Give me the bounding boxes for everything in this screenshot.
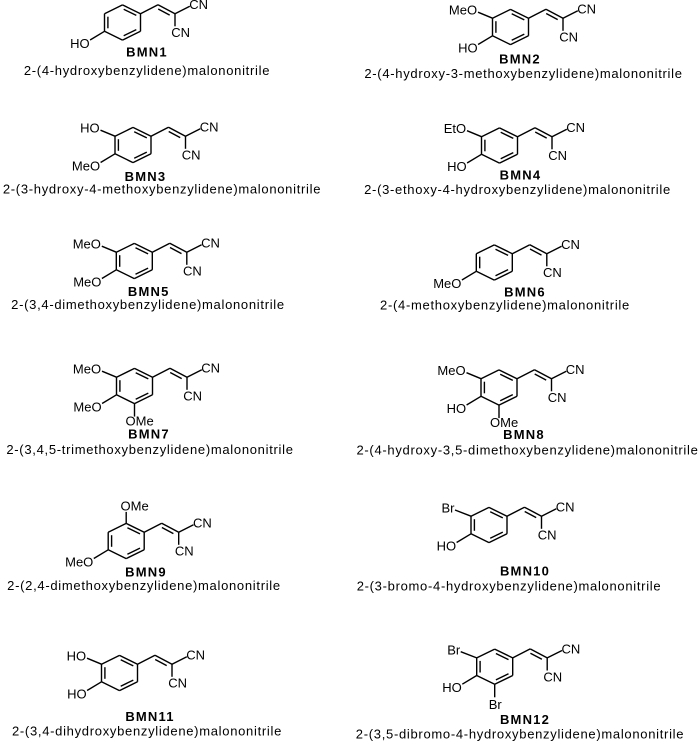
svg-text:CN: CN bbox=[175, 544, 194, 559]
svg-text:MeO: MeO bbox=[72, 158, 100, 173]
svg-text:CN: CN bbox=[201, 236, 220, 251]
svg-text:CN: CN bbox=[182, 148, 201, 163]
svg-text:BMN12: BMN12 bbox=[500, 712, 550, 727]
svg-text:2-(2,4-dimethoxybenzylidene)ma: 2-(2,4-dimethoxybenzylidene)malononitril… bbox=[7, 578, 281, 593]
svg-text:EtO: EtO bbox=[444, 121, 466, 136]
svg-text:BMN5: BMN5 bbox=[128, 284, 170, 299]
svg-text:CN: CN bbox=[189, 0, 208, 12]
svg-text:HO: HO bbox=[458, 40, 478, 55]
svg-text:CN: CN bbox=[168, 676, 187, 691]
svg-text:2-(3-bromo-4-hydroxybenzyliden: 2-(3-bromo-4-hydroxybenzylidene)malononi… bbox=[357, 579, 662, 594]
svg-text:Br: Br bbox=[489, 697, 503, 712]
svg-text:2-(3-ethoxy-4-hydroxybenzylide: 2-(3-ethoxy-4-hydroxybenzylidene)malonon… bbox=[364, 182, 671, 197]
svg-text:CN: CN bbox=[548, 148, 567, 163]
svg-text:BMN8: BMN8 bbox=[503, 427, 545, 442]
svg-text:HO: HO bbox=[67, 686, 87, 701]
svg-text:BMN2: BMN2 bbox=[499, 52, 541, 67]
svg-text:CN: CN bbox=[556, 500, 575, 515]
svg-text:MeO: MeO bbox=[73, 399, 101, 414]
svg-text:2-(4-hydroxybenzylidene)malono: 2-(4-hydroxybenzylidene)malononitrile bbox=[24, 63, 270, 78]
svg-text:CN: CN bbox=[566, 362, 585, 377]
svg-text:MeO: MeO bbox=[73, 361, 101, 376]
svg-text:2-(3,4-dihydroxybenzylidene)ma: 2-(3,4-dihydroxybenzylidene)malononitril… bbox=[12, 724, 282, 739]
svg-text:CN: CN bbox=[200, 120, 219, 135]
svg-text:CN: CN bbox=[562, 641, 581, 656]
svg-text:BMN1: BMN1 bbox=[126, 45, 168, 60]
svg-text:CN: CN bbox=[559, 30, 578, 45]
svg-text:Br: Br bbox=[442, 501, 456, 516]
svg-text:CN: CN bbox=[183, 389, 202, 404]
svg-text:CN: CN bbox=[566, 120, 585, 135]
svg-text:2-(3,5-dibromo-4-hydroxybenzyl: 2-(3,5-dibromo-4-hydroxybenzylidene)malo… bbox=[356, 727, 684, 742]
svg-text:HO: HO bbox=[80, 120, 100, 135]
svg-text:2-(4-methoxybenzylidene)malono: 2-(4-methoxybenzylidene)malononitrile bbox=[380, 298, 630, 313]
svg-text:BMN10: BMN10 bbox=[500, 564, 550, 579]
svg-text:HO: HO bbox=[447, 159, 467, 174]
svg-text:CN: CN bbox=[193, 516, 212, 531]
svg-text:CN: CN bbox=[186, 648, 205, 663]
svg-text:HO: HO bbox=[67, 648, 87, 663]
svg-text:BMN6: BMN6 bbox=[504, 285, 546, 300]
svg-text:Br: Br bbox=[447, 642, 461, 657]
svg-text:CN: CN bbox=[543, 669, 562, 684]
svg-text:CN: CN bbox=[548, 390, 567, 405]
svg-text:HO: HO bbox=[70, 36, 90, 51]
svg-text:BMN4: BMN4 bbox=[500, 168, 542, 183]
svg-text:MeO: MeO bbox=[449, 2, 477, 17]
svg-text:MeO: MeO bbox=[65, 554, 93, 569]
svg-text:2-(3,4,5-trimethoxybenzylidene: 2-(3,4,5-trimethoxybenzylidene)malononit… bbox=[6, 442, 293, 457]
svg-text:2-(4-hydroxy-3-methoxybenzylid: 2-(4-hydroxy-3-methoxybenzylidene)malono… bbox=[364, 66, 682, 81]
svg-text:BMN9: BMN9 bbox=[125, 565, 167, 580]
svg-text:CN: CN bbox=[183, 264, 202, 279]
svg-text:2-(3-hydroxy-4-methoxybenzylid: 2-(3-hydroxy-4-methoxybenzylidene)malono… bbox=[3, 182, 321, 197]
svg-text:2-(3,4-dimethoxybenzylidene)ma: 2-(3,4-dimethoxybenzylidene)malononitril… bbox=[11, 297, 285, 312]
svg-text:CN: CN bbox=[171, 25, 190, 40]
svg-text:MeO: MeO bbox=[73, 236, 101, 251]
svg-text:HO: HO bbox=[442, 680, 462, 695]
svg-text:CN: CN bbox=[577, 2, 596, 17]
svg-text:OMe: OMe bbox=[490, 415, 518, 430]
svg-text:CN: CN bbox=[538, 528, 557, 543]
svg-text:OMe: OMe bbox=[121, 499, 149, 514]
svg-text:OMe: OMe bbox=[126, 414, 154, 429]
svg-text:BMN3: BMN3 bbox=[125, 169, 167, 184]
svg-text:MeO: MeO bbox=[433, 276, 461, 291]
svg-text:HO: HO bbox=[437, 538, 457, 553]
svg-text:CN: CN bbox=[543, 265, 562, 280]
svg-text:MeO: MeO bbox=[437, 363, 465, 378]
svg-text:HO: HO bbox=[447, 401, 467, 416]
svg-text:BMN7: BMN7 bbox=[128, 427, 170, 442]
svg-text:MeO: MeO bbox=[73, 274, 101, 289]
svg-text:CN: CN bbox=[201, 361, 220, 376]
svg-text:2-(4-hydroxy-3,5-dimethoxybenz: 2-(4-hydroxy-3,5-dimethoxybenzylidene)ma… bbox=[356, 443, 698, 458]
svg-text:BMN11: BMN11 bbox=[125, 709, 174, 724]
svg-text:CN: CN bbox=[561, 237, 580, 252]
